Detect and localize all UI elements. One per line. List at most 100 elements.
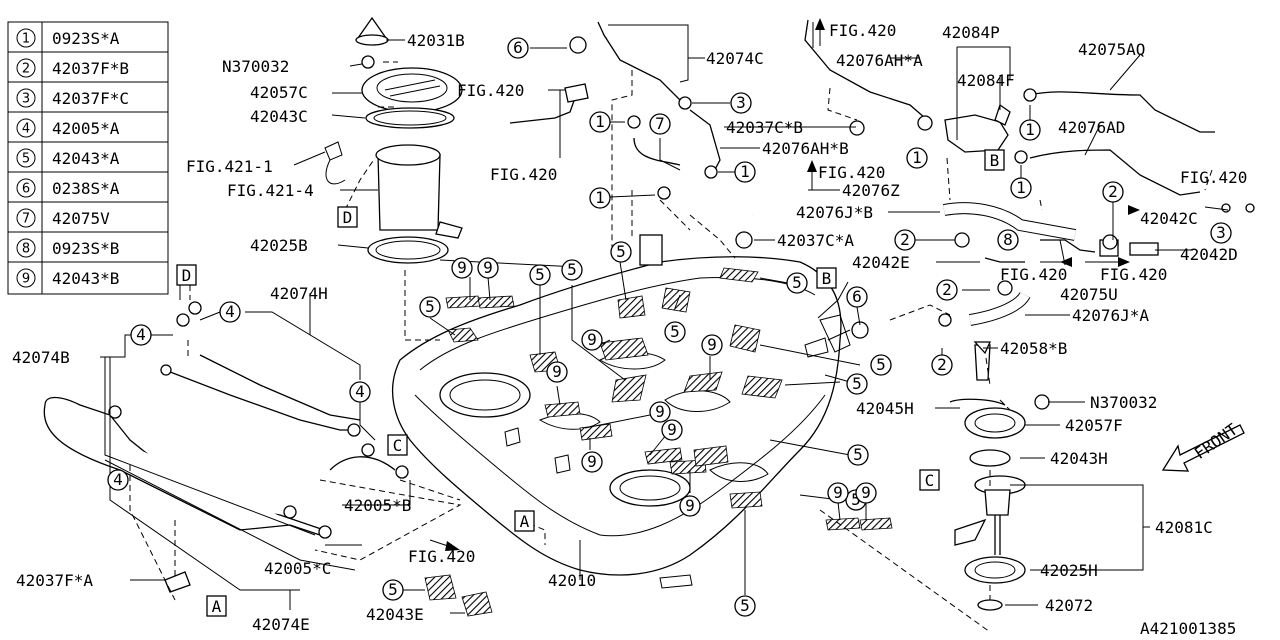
label-42005-C: 42005*C: [264, 559, 331, 578]
svg-text:6: 6: [513, 38, 523, 57]
label-N370032: N370032: [1090, 393, 1157, 412]
label-42045H: 42045H: [856, 399, 914, 418]
legend-row: 3 42037F*C: [16, 88, 129, 108]
label-42076AD: 42076AD: [1058, 118, 1125, 137]
callout-2: 2: [936, 279, 958, 301]
legend-row: 6 0238S*A: [16, 178, 120, 198]
label-42037C-B: 42037C*B: [726, 118, 803, 137]
svg-text:5: 5: [876, 355, 886, 374]
callout-5: 5: [870, 354, 892, 376]
callout-set: 6 3 1 7 1 1 2 8 2 2 3 1 1 1 6 2 5 5 5 5 …: [107, 37, 1232, 617]
svg-text:2: 2: [942, 280, 952, 299]
callout-5: 5: [561, 259, 583, 281]
svg-text:1: 1: [1025, 120, 1035, 139]
callout-9: 9: [581, 329, 603, 351]
legend-code: 42075V: [52, 209, 110, 228]
label-FIG421-1: FIG.421-1: [186, 157, 273, 176]
svg-text:2: 2: [900, 230, 910, 249]
svg-text:3: 3: [1216, 223, 1226, 242]
svg-text:9: 9: [552, 362, 562, 381]
svg-text:9: 9: [457, 258, 467, 277]
arrows: [429, 18, 1245, 551]
svg-text:9: 9: [655, 402, 665, 421]
ref-box-C: C: [387, 434, 408, 456]
callout-4: 4: [219, 301, 241, 323]
callout-3: 3: [1210, 222, 1232, 244]
callout-4: 4: [349, 381, 371, 403]
callout-5: 5: [664, 321, 686, 343]
callout-5: 5: [529, 264, 551, 286]
svg-text:9: 9: [707, 335, 717, 354]
legend-code: 0238S*A: [52, 179, 120, 198]
callout-9: 9: [827, 482, 849, 504]
label-42042D: 42042D: [1180, 245, 1238, 264]
svg-text:D: D: [182, 266, 192, 285]
svg-text:5: 5: [616, 242, 626, 261]
label-42074B: 42074B: [12, 348, 70, 367]
callout-5: 5: [382, 579, 404, 601]
callout-5: 5: [419, 296, 441, 318]
label-42005-B: 42005*B: [344, 496, 411, 515]
svg-text:4: 4: [355, 382, 365, 401]
label-42076J-A: 42076J*A: [1072, 306, 1149, 325]
label-N370032: N370032: [222, 57, 289, 76]
callout-9: 9: [679, 495, 701, 517]
svg-text:7: 7: [655, 114, 665, 133]
label-FIG420: FIG.420: [1100, 265, 1167, 284]
callout-4: 4: [130, 324, 152, 346]
svg-text:B: B: [990, 151, 1000, 170]
label-42031B: 42031B: [407, 31, 465, 50]
svg-text:2: 2: [937, 355, 947, 374]
svg-text:5: 5: [792, 273, 802, 292]
svg-text:5: 5: [740, 596, 750, 615]
callout-9: 9: [451, 257, 473, 279]
callout-9: 9: [855, 482, 877, 504]
callout-1: 1: [1010, 177, 1032, 199]
legend-code: 42043*B: [52, 269, 119, 288]
svg-text:3: 3: [736, 93, 746, 112]
svg-text:1: 1: [912, 148, 922, 167]
label-42043C: 42043C: [250, 107, 308, 126]
label-42042C: 42042C: [1140, 209, 1198, 228]
ref-box-D: D: [337, 206, 358, 228]
callout-1: 1: [1019, 119, 1041, 141]
label-FIG420: FIG.420: [408, 547, 475, 566]
callout-6: 6: [507, 37, 529, 59]
label-42057C: 42057C: [250, 83, 308, 102]
svg-text:5: 5: [535, 265, 545, 284]
svg-text:5: 5: [851, 490, 861, 509]
hose-lines: [509, 19, 1255, 339]
label-42072: 42072: [1045, 596, 1093, 615]
legend-row: 4 42005*A: [16, 118, 120, 138]
callout-5: 5: [846, 373, 868, 395]
label-42057F: 42057F: [1065, 416, 1123, 435]
ref-box-A: A: [514, 510, 535, 532]
svg-text:4: 4: [113, 470, 123, 489]
callout-9: 9: [477, 257, 499, 279]
svg-text:8: 8: [1003, 230, 1013, 249]
label-42010: 42010: [548, 571, 596, 590]
legend-num: 1: [22, 32, 30, 47]
label-42084F: 42084F: [957, 71, 1015, 90]
callout-7: 7: [649, 113, 671, 135]
svg-text:5: 5: [425, 297, 435, 316]
callout-2: 2: [1102, 181, 1124, 203]
callout-9: 9: [701, 334, 723, 356]
ref-box-B: B: [984, 149, 1005, 171]
callout-5: 5: [786, 272, 808, 294]
label-42043H: 42043H: [1050, 449, 1108, 468]
svg-text:D: D: [343, 208, 353, 227]
legend-num: 7: [22, 212, 30, 227]
legend-table: 1 0923S*A 2 42037F*B 3 42037F*C 4 42005*…: [7, 21, 169, 295]
svg-text:6: 6: [852, 287, 862, 306]
svg-text:4: 4: [136, 325, 146, 344]
ref-box-A: A: [206, 595, 227, 617]
ref-box-C: C: [919, 469, 940, 491]
callout-5: 5: [610, 241, 632, 263]
legend-row: 8 0923S*B: [16, 238, 119, 258]
label-42074E: 42074E: [252, 615, 310, 634]
callout-1: 1: [589, 187, 611, 209]
legend-code: 42037F*C: [52, 89, 129, 108]
legend-row: 9 42043*B: [16, 268, 119, 288]
